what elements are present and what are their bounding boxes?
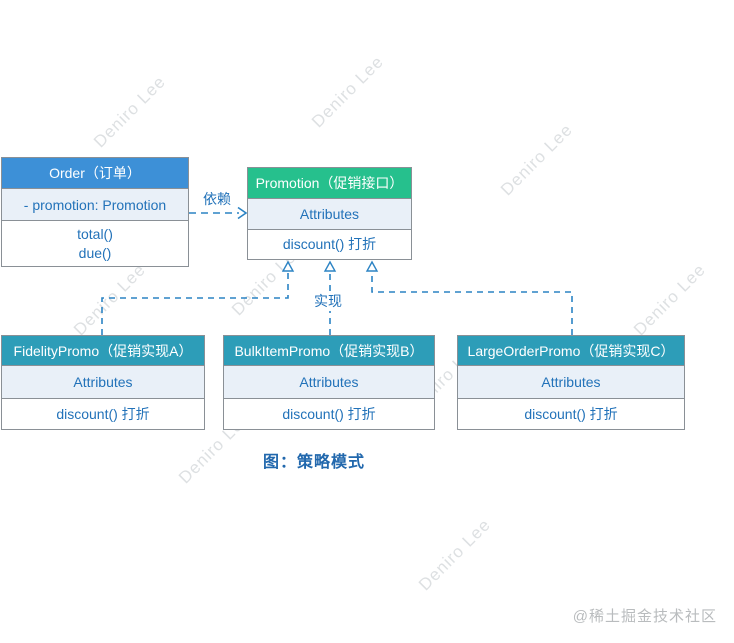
class-title-order: Order（订单） [2, 158, 188, 189]
realization-triangle-icon [281, 260, 295, 272]
class-attribute-fidelity-promo: Attributes [2, 366, 204, 399]
class-attribute-order: - promotion: Promotion [2, 189, 188, 221]
class-attribute-promotion: Attributes [248, 199, 411, 230]
class-box-bulk-item-promo: BulkItemPromo（促销实现B） Attributes discount… [223, 335, 435, 430]
realization-triangle-icon [365, 260, 379, 272]
class-attribute-bulk-item-promo: Attributes [224, 366, 434, 399]
dependency-label: 依赖 [201, 189, 233, 209]
class-methods-promotion: discount() 打折 [248, 230, 411, 259]
class-title-bulk-item-promo: BulkItemPromo（促销实现B） [224, 336, 434, 366]
class-box-fidelity-promo: FidelityPromo（促销实现A） Attributes discount… [1, 335, 205, 430]
realization-triangle-icon [323, 260, 337, 272]
class-title-large-order-promo: LargeOrderPromo（促销实现C） [458, 336, 684, 366]
class-box-large-order-promo: LargeOrderPromo（促销实现C） Attributes discou… [457, 335, 685, 430]
class-methods-order: total() due() [2, 221, 188, 266]
class-method: discount() 打折 [524, 405, 618, 422]
class-title-fidelity-promo: FidelityPromo（促销实现A） [2, 336, 204, 366]
class-title-promotion: Promotion（促销接口） [248, 168, 411, 199]
class-attribute-large-order-promo: Attributes [458, 366, 684, 399]
class-method: discount() 打折 [282, 405, 376, 422]
credit-watermark: @稀土掘金技术社区 [572, 608, 717, 625]
class-method: due() [78, 244, 112, 261]
class-box-promotion: Promotion（促销接口） Attributes discount() 打折 [247, 167, 412, 260]
class-method: total() [77, 225, 113, 242]
class-methods-large-order-promo: discount() 打折 [458, 399, 684, 429]
realization-label: 实现 [312, 291, 344, 311]
diagram-caption: 图：策略模式 [263, 454, 366, 471]
class-method: discount() 打折 [282, 236, 377, 252]
class-method: discount() 打折 [56, 405, 150, 422]
realization-line-fidelity [101, 271, 289, 335]
class-methods-bulk-item-promo: discount() 打折 [224, 399, 434, 429]
class-methods-fidelity-promo: discount() 打折 [2, 399, 204, 429]
dependency-arrowhead [237, 206, 248, 220]
class-box-order: Order（订单） - promotion: Promotion total()… [1, 157, 189, 267]
realization-line-large [371, 271, 573, 335]
